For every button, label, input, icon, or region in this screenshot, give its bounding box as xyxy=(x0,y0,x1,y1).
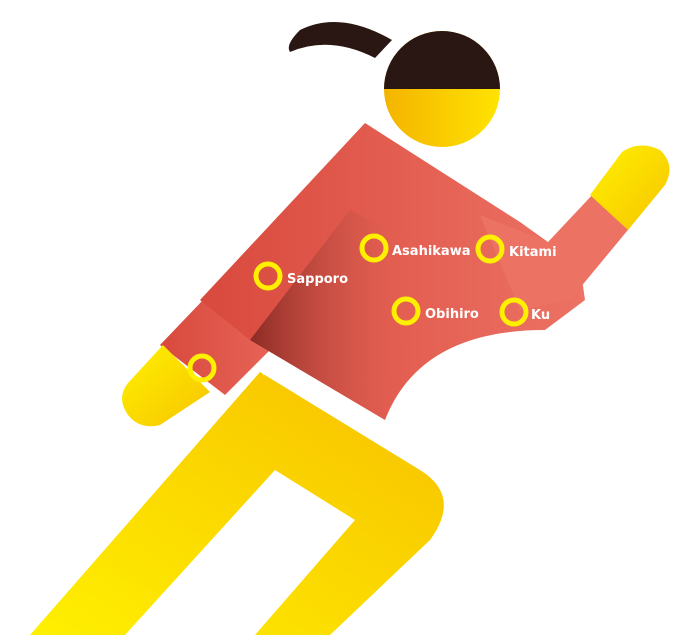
city-label: Asahikawa xyxy=(392,244,470,259)
leg-front xyxy=(30,372,444,635)
city-marker-ring xyxy=(187,353,217,383)
torso xyxy=(200,123,585,420)
back-hand xyxy=(122,345,210,427)
city-asahikawa[interactable]: Asahikawa xyxy=(359,233,470,263)
city-kitami[interactable]: Kitami xyxy=(475,234,557,264)
front-sleeve xyxy=(480,192,632,310)
city-label: Kitami xyxy=(509,245,557,260)
city-label: Ku xyxy=(531,308,550,323)
city-ku[interactable]: Ku xyxy=(499,297,550,327)
shirt-shadow xyxy=(250,210,420,420)
front-arm xyxy=(480,145,670,310)
head xyxy=(288,22,500,147)
city-marker-ring xyxy=(359,233,389,263)
city-marker-ring xyxy=(499,297,529,327)
city-marker-ring xyxy=(475,234,505,264)
city-sapporo[interactable]: Sapporo xyxy=(253,261,348,291)
legs xyxy=(30,372,444,635)
city-obihiro[interactable]: Obihiro xyxy=(391,296,479,326)
city-label: Obihiro xyxy=(425,307,479,322)
city-markers: Sapporo Asahikawa Kitami Obihiro Ku ke xyxy=(187,233,557,383)
city-ke[interactable]: ke xyxy=(187,353,279,383)
front-hand xyxy=(590,145,670,230)
ponytail xyxy=(288,22,392,58)
city-marker-ring xyxy=(391,296,421,326)
city-marker-ring xyxy=(253,261,283,291)
city-label: ke xyxy=(262,364,279,379)
hair xyxy=(384,31,500,89)
city-label: Sapporo xyxy=(287,272,348,287)
